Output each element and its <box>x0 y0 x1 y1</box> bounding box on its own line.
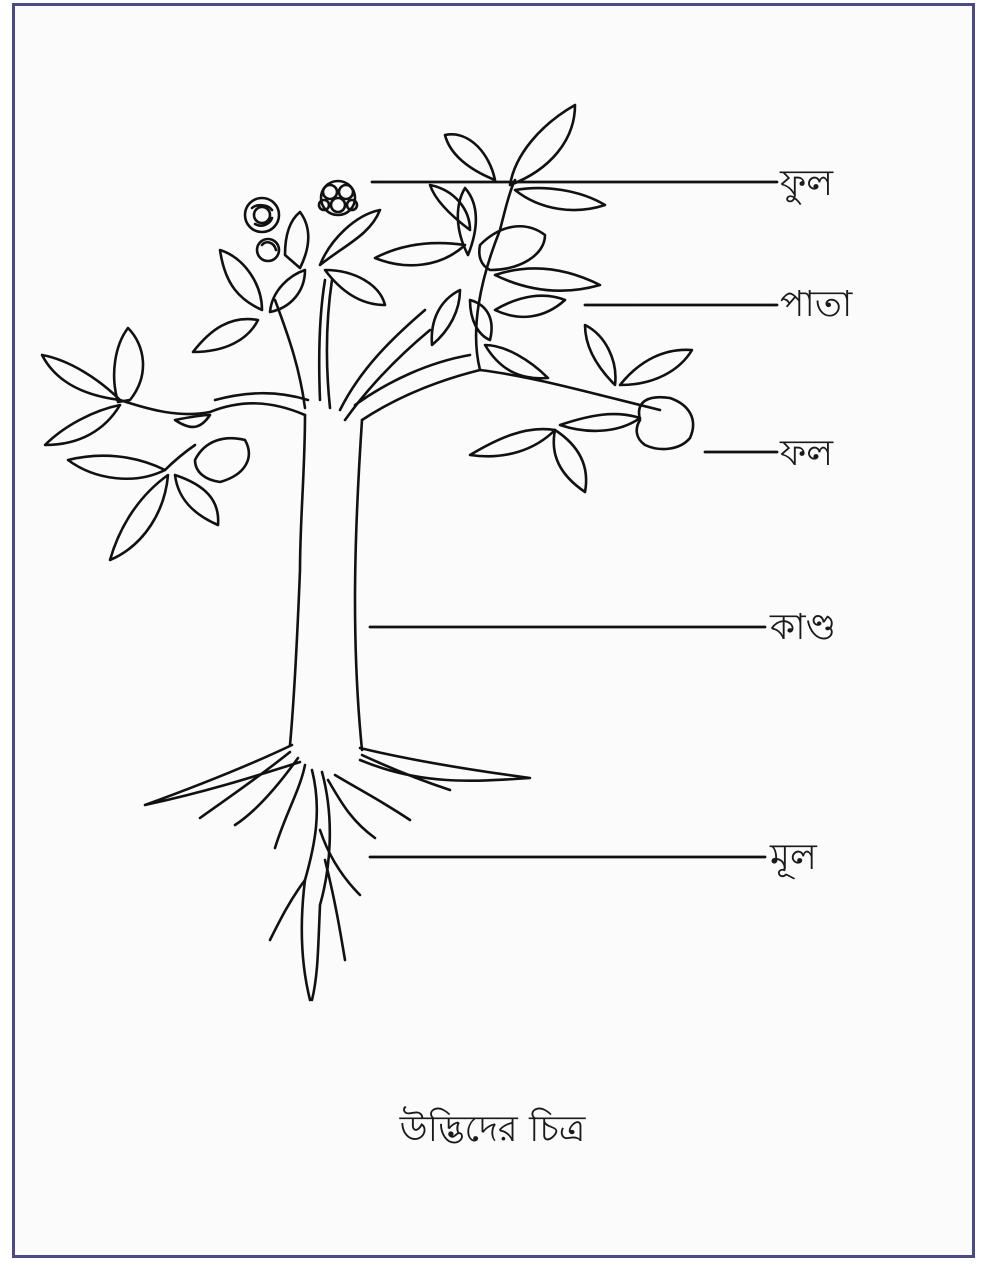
leaf-label: পাতা <box>780 287 852 323</box>
stem <box>290 415 362 750</box>
branches <box>120 180 660 420</box>
stem-label: কাণ্ড <box>770 610 836 646</box>
root-label: মূল <box>770 840 817 876</box>
flower-label: ফুল <box>780 166 833 202</box>
fruit-label: ফল <box>780 436 833 472</box>
leader-lines <box>370 182 777 857</box>
roots <box>145 745 530 1000</box>
diagram-caption: উদ্ভিদের চিত্র <box>0 1102 985 1162</box>
leaves <box>42 105 693 560</box>
